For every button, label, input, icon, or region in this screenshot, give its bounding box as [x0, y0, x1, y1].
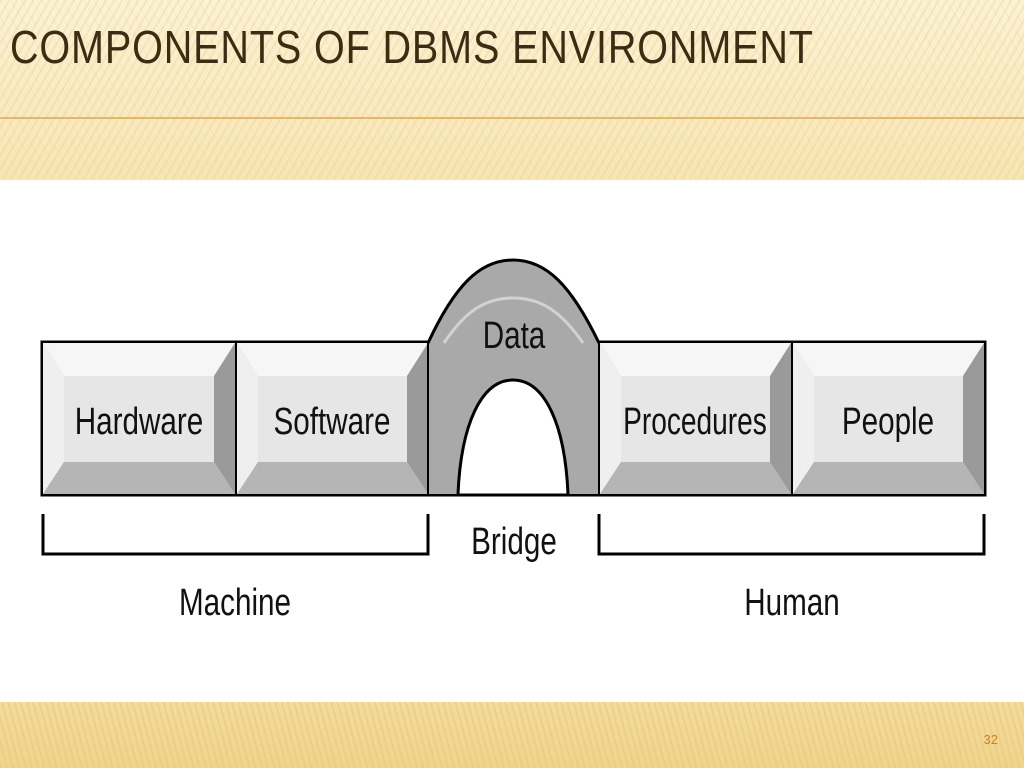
slide-number: 32 — [983, 732, 998, 747]
title-band-background — [0, 0, 1024, 180]
slide-title: COMPONENTS OF DBMS ENVIRONMENT — [10, 21, 814, 73]
people-box: People — [793, 343, 984, 494]
human-bracket — [597, 514, 986, 556]
hardware-box: Hardware — [43, 343, 235, 494]
data-label: Data — [483, 315, 546, 357]
procedures-label: Procedures — [623, 401, 767, 443]
machine-label: Machine — [179, 582, 291, 624]
software-box: Software — [237, 343, 428, 494]
procedures-box: Procedures — [600, 343, 791, 494]
diagram-area: Hardware Software Data — [0, 180, 1024, 702]
title-divider — [0, 117, 1024, 119]
dbms-components-diagram: Hardware Software Data — [40, 258, 987, 624]
software-label: Software — [274, 401, 391, 443]
people-label: People — [842, 401, 934, 443]
footer-band-background — [0, 702, 1024, 768]
human-label: Human — [744, 582, 840, 624]
bridge-label: Bridge — [471, 521, 557, 563]
data-bridge: Data — [426, 258, 601, 495]
hardware-label: Hardware — [75, 401, 203, 443]
machine-bracket — [41, 514, 430, 556]
